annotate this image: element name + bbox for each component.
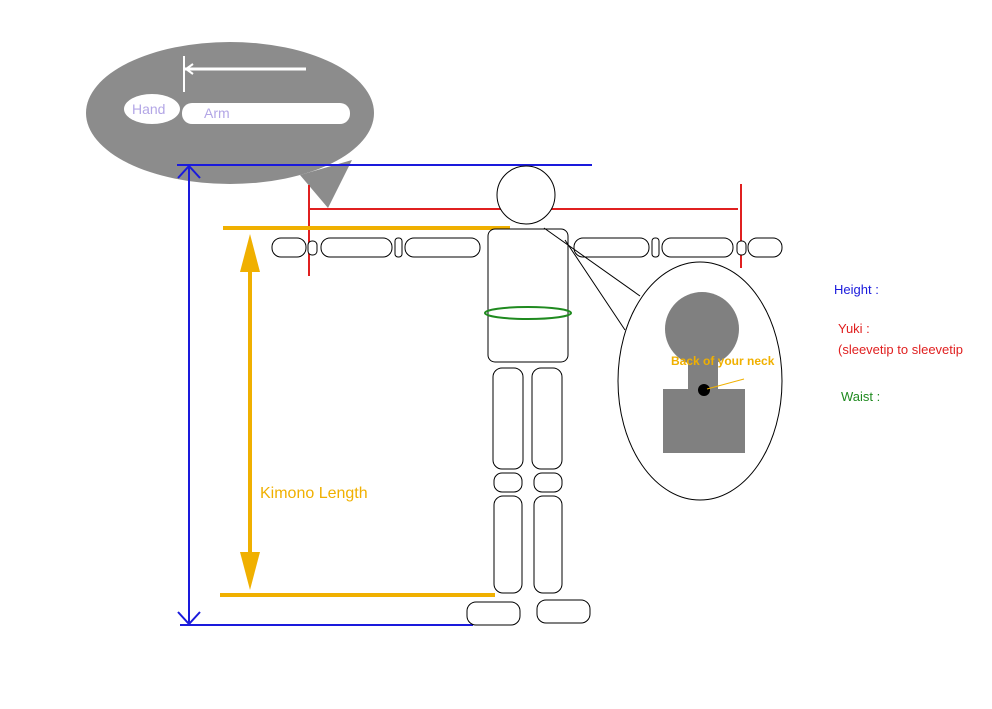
height-measure bbox=[177, 164, 592, 626]
waist-label: Waist : bbox=[841, 389, 881, 404]
neck-callout: Back of your neck bbox=[543, 227, 783, 501]
back-of-neck-label: Back of your neck bbox=[671, 354, 775, 368]
kimono-length-measure: Kimono Length bbox=[220, 226, 510, 597]
hand-label: Hand bbox=[132, 101, 165, 117]
yuki-label: Yuki : bbox=[838, 321, 870, 336]
figure-head bbox=[496, 165, 556, 225]
hand-shape bbox=[124, 94, 180, 124]
yuki-note: (sleevetip to sleevetip bbox=[838, 342, 964, 357]
figure-torso bbox=[487, 228, 569, 363]
kimono-length-label: Kimono Length bbox=[260, 485, 368, 502]
neck-point bbox=[698, 384, 710, 396]
figure bbox=[271, 165, 783, 626]
arm-label: Arm bbox=[204, 105, 230, 121]
neck-callout-head bbox=[665, 292, 739, 366]
waist-ring bbox=[484, 306, 572, 320]
neck-callout-body bbox=[663, 389, 745, 453]
arm-shape bbox=[182, 103, 350, 124]
arm-callout: Hand Arm bbox=[86, 42, 374, 208]
height-label: Height : bbox=[834, 282, 879, 297]
